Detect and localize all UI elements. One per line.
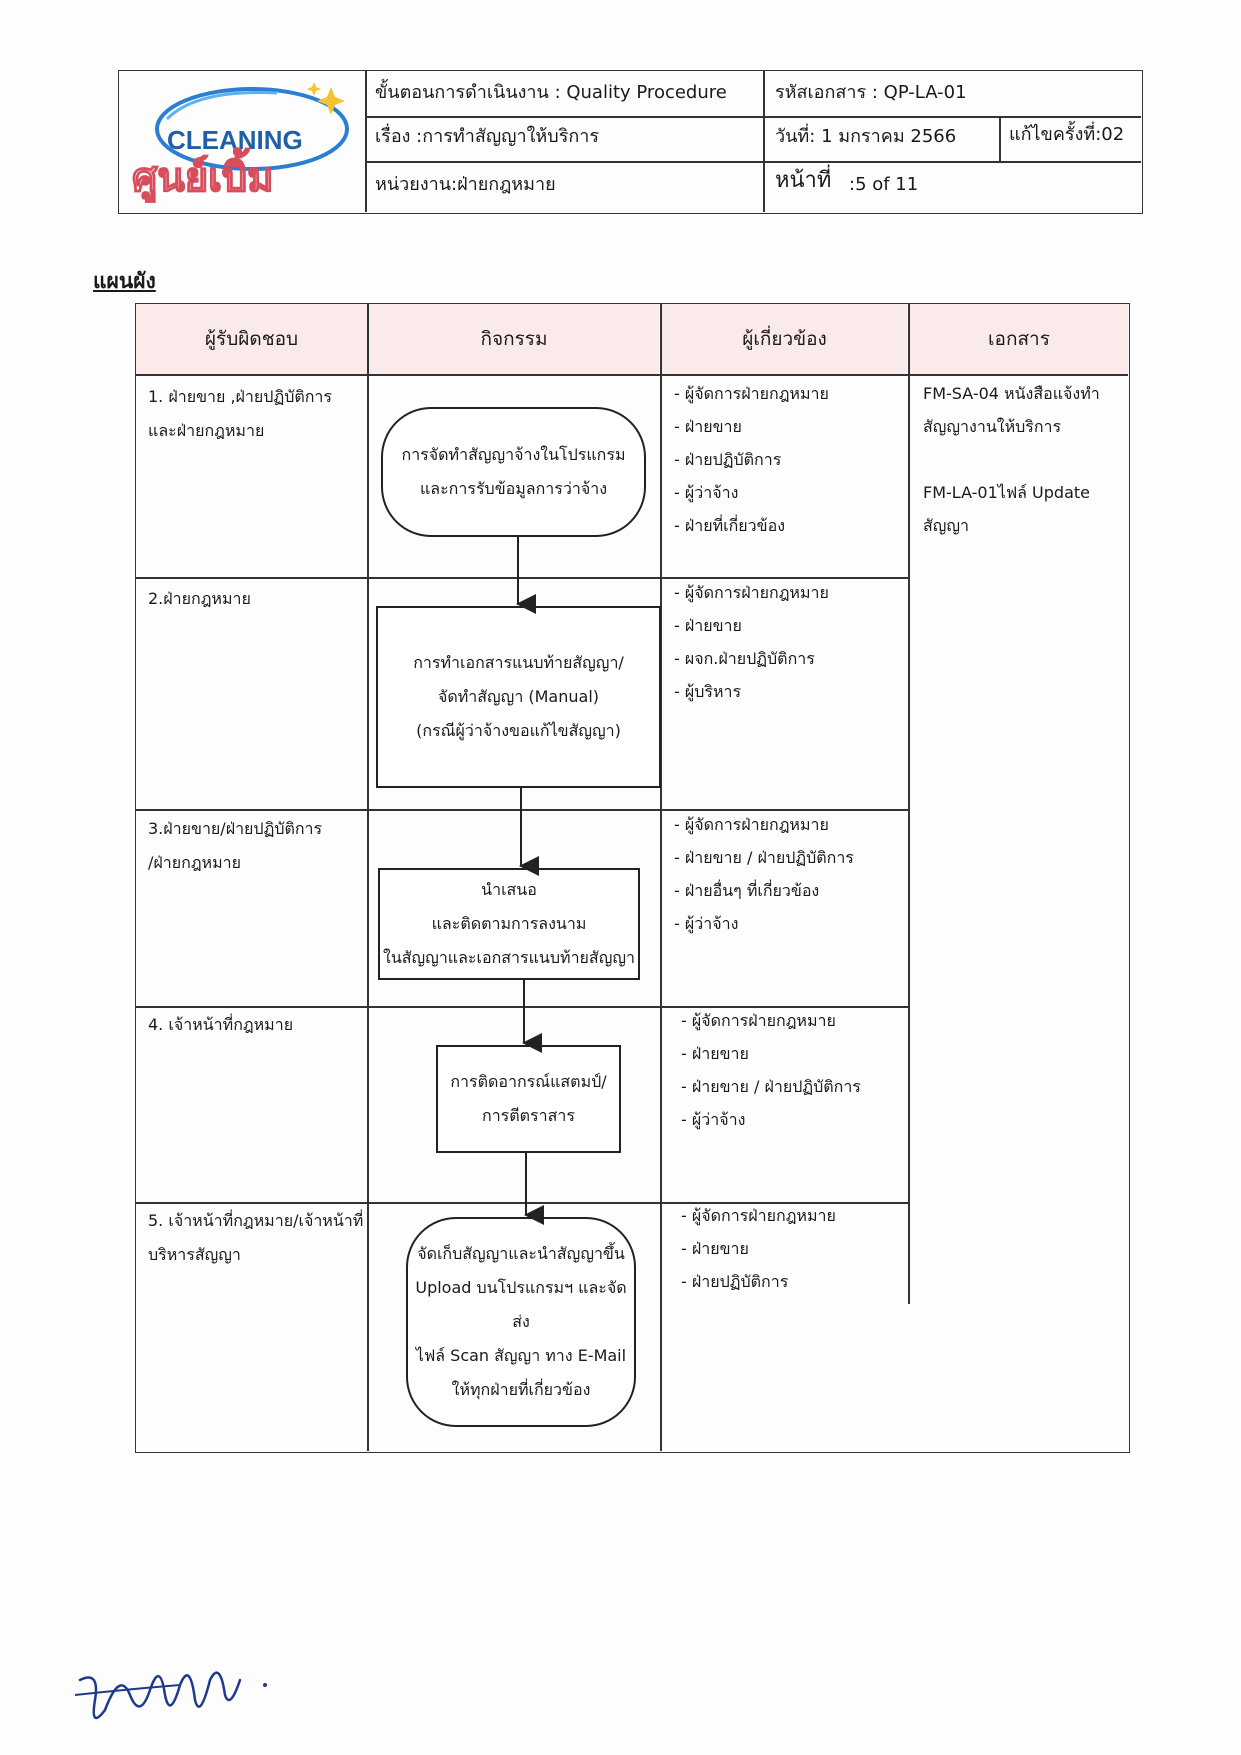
page-number: :5 of 11 (849, 174, 919, 195)
activity-step-4-process: การติดอากรณ์แสตมป์/การตีตราสาร (436, 1045, 621, 1153)
responsible-step-5: 5. เจ้าหน้าที่กฎหมาย/เจ้าหน้าที่ บริหารส… (148, 1211, 364, 1264)
procedure-title: ขั้นตอนการดำเนินงาน : Quality Procedure (375, 82, 727, 103)
related-step-5: - ผู้จัดการฝ่ายกฎหมาย - ฝ่ายขาย - ฝ่ายปฏ… (681, 1206, 836, 1291)
signature (60, 1640, 290, 1744)
activity-step-1-terminator: การจัดทำสัญญาจ้างในโปรแกรมและการรับข้อมู… (381, 407, 646, 537)
company-logo: CLEANING ศูนย์เบิ้ม (127, 79, 357, 205)
responsible-step-1: 1. ฝ่ายขาย ,ฝ่ายปฏิบัติการ และฝ่ายกฎหมาย (148, 387, 332, 440)
svg-text:ศูนย์เบิ้ม: ศูนย์เบิ้ม (132, 148, 274, 202)
activity-step-2-process: การทำเอกสารแนบท้ายสัญญา/จัดทำสัญญา (Manu… (376, 606, 661, 788)
department: หน่วยงาน:ฝ่ายกฎหมาย (375, 174, 556, 195)
flowchart-table: ผู้รับผิดชอบ กิจกรรม ผู้เกี่ยวข้อง เอกสา… (135, 303, 1130, 1453)
responsible-step-4: 4. เจ้าหน้าที่กฎหมาย (148, 1015, 294, 1034)
column-header-activity: กิจกรรม (369, 304, 659, 374)
documents-list: FM-SA-04 หนังสือแจ้งทำ สัญญางานให้บริการ… (923, 384, 1100, 535)
revision: แก้ไขครั้งที่:02 (1009, 124, 1125, 145)
activity-step-3-process: นำเสนอและติดตามการลงนามในสัญญาและเอกสารแ… (378, 868, 640, 980)
related-step-1: - ผู้จัดการฝ่ายกฎหมาย - ฝ่ายขาย - ฝ่ายปฏ… (674, 384, 829, 535)
document-header: CLEANING ศูนย์เบิ้ม ขั้นตอนการดำเนินงาน … (118, 70, 1143, 214)
document-code: รหัสเอกสาร : QP-LA-01 (775, 82, 967, 103)
page-label: หน้าที่ (775, 168, 832, 193)
effective-date: วันที่: 1 มกราคม 2566 (775, 126, 957, 147)
related-step-2: - ผู้จัดการฝ่ายกฎหมาย - ฝ่ายขาย - ผจก.ฝ่… (674, 583, 829, 701)
column-header-related: ผู้เกี่ยวข้อง (662, 304, 907, 374)
related-step-3: - ผู้จัดการฝ่ายกฎหมาย - ฝ่ายขาย / ฝ่ายปฏ… (674, 815, 854, 933)
column-header-responsible: ผู้รับผิดชอบ (136, 304, 367, 374)
section-title: แผนผัง (93, 269, 156, 293)
subject: เรื่อง :การทำสัญญาให้บริการ (375, 126, 600, 147)
svg-text:CLEANING: CLEANING (167, 125, 303, 155)
flow-arrows (516, 537, 544, 1225)
responsible-step-3: 3.ฝ่ายขาย/ฝ่ายปฏิบัติการ /ฝ่ายกฎหมาย (148, 819, 323, 872)
column-header-documents: เอกสาร (910, 304, 1128, 374)
responsible-step-2: 2.ฝ่ายกฎหมาย (148, 589, 251, 608)
related-step-4: - ผู้จัดการฝ่ายกฎหมาย - ฝ่ายขาย - ฝ่ายขา… (681, 1011, 861, 1129)
